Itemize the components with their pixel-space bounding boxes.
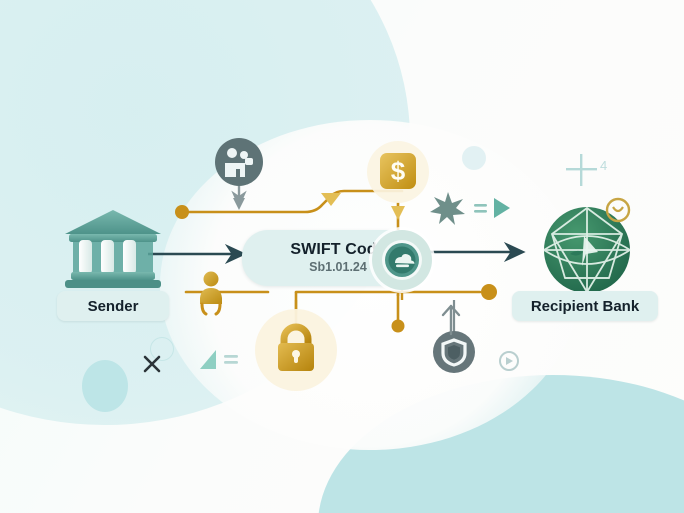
- recipient-bank-label-pill[interactable]: Recipient Bank: [512, 291, 658, 321]
- starburst-icon: [428, 190, 514, 226]
- background-dot-top: [462, 146, 486, 170]
- institution-people-icon[interactable]: [214, 137, 264, 187]
- recipient-bank-label: Recipient Bank: [530, 297, 640, 315]
- person-figure-icon[interactable]: [192, 270, 230, 318]
- ring-icon: [604, 196, 632, 224]
- connector-gold-lower: [184, 284, 497, 333]
- dollar-tile-icon[interactable]: $: [366, 140, 430, 204]
- bank-building-icon: [57, 204, 169, 292]
- plus-icon: [560, 148, 630, 192]
- swift-code-title: SWIFT Code: [290, 241, 386, 259]
- connector-gold-upper: [175, 189, 404, 219]
- dollar-glyph: $: [391, 156, 406, 186]
- connector-group-drop: [231, 186, 247, 210]
- padlock-icon[interactable]: [254, 308, 338, 392]
- arrow-up-icon: [438, 302, 464, 336]
- plus-count-label: 4: [600, 158, 608, 173]
- shield-check-icon[interactable]: [432, 330, 476, 374]
- triangle-play-icon: [494, 198, 510, 218]
- equals-icon: [224, 355, 238, 364]
- ring-icon: [498, 350, 520, 372]
- background-blob-bottom-left: [82, 360, 128, 412]
- cloud-upload-badge-icon: [368, 226, 436, 294]
- x-mark-icon: [140, 352, 164, 376]
- sender-label-pill[interactable]: Sender: [57, 291, 169, 321]
- connector-dollar-drop: [391, 202, 405, 230]
- background-ring-low: [150, 337, 174, 361]
- sender-label: Sender: [87, 297, 139, 315]
- triangle-icon: [196, 348, 248, 372]
- equals-icon: [474, 204, 487, 213]
- swift-code-subtitle: Sb1.01.24: [309, 260, 367, 275]
